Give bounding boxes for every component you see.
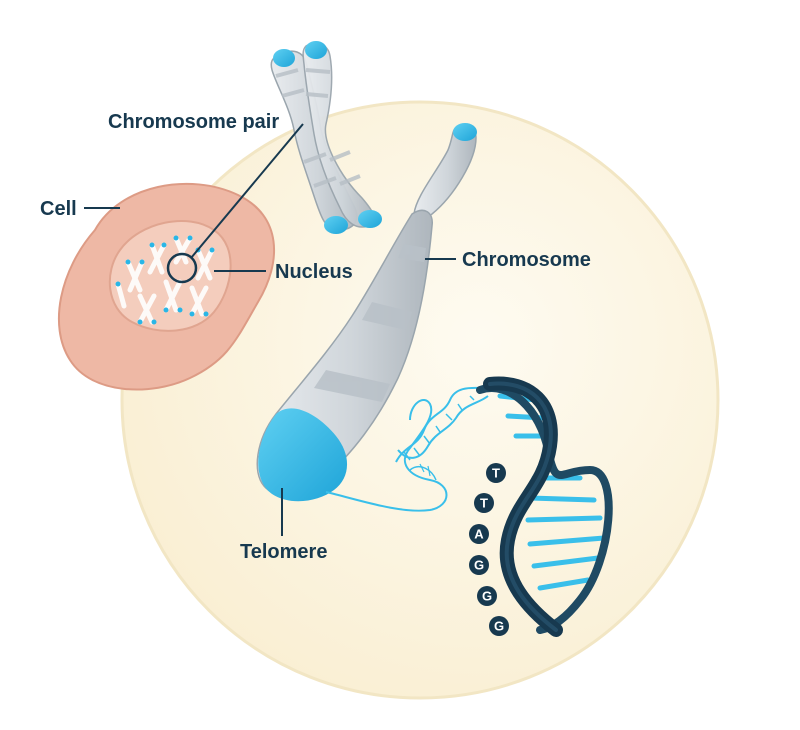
svg-text:T: T	[480, 496, 488, 511]
svg-text:G: G	[482, 589, 492, 604]
svg-text:G: G	[474, 558, 484, 573]
base-g-2: G	[477, 586, 497, 606]
svg-text:T: T	[492, 466, 500, 481]
label-chromosome: Chromosome	[462, 249, 591, 271]
telomere-sequence: T T A G G G	[469, 463, 509, 636]
chromosome-pair-telomere-caps	[273, 41, 382, 234]
base-t-1: T	[486, 463, 506, 483]
base-t-2: T	[474, 493, 494, 513]
chromosome	[256, 123, 477, 502]
label-nucleus: Nucleus	[275, 261, 353, 283]
small-helix	[395, 386, 489, 481]
chromosome-top-telomere	[453, 123, 477, 141]
leader-chromosome-pair	[190, 123, 304, 259]
chromosome-pair-bands	[275, 68, 361, 188]
leader-lines	[84, 123, 456, 536]
svg-text:A: A	[474, 527, 484, 542]
chromosome-bands	[314, 244, 426, 402]
dna-strand	[325, 376, 613, 637]
base-g-1: G	[469, 555, 489, 575]
svg-text:G: G	[494, 619, 504, 634]
label-telomere: Telomere	[240, 541, 327, 563]
chromosome-pair	[270, 41, 382, 234]
telomere-cap	[258, 408, 348, 502]
helix-strand-back	[476, 384, 613, 634]
double-helix	[476, 376, 613, 637]
chromosome-pair-highlight-circle	[166, 252, 198, 284]
base-g-3: G	[489, 616, 509, 636]
nucleus-chromosomes	[115, 235, 215, 325]
uncoiled-strand	[325, 399, 448, 512]
label-cell: Cell	[40, 198, 77, 220]
base-a: A	[469, 524, 489, 544]
cell	[58, 182, 276, 391]
label-chromosome-pair: Chromosome pair	[108, 111, 279, 133]
